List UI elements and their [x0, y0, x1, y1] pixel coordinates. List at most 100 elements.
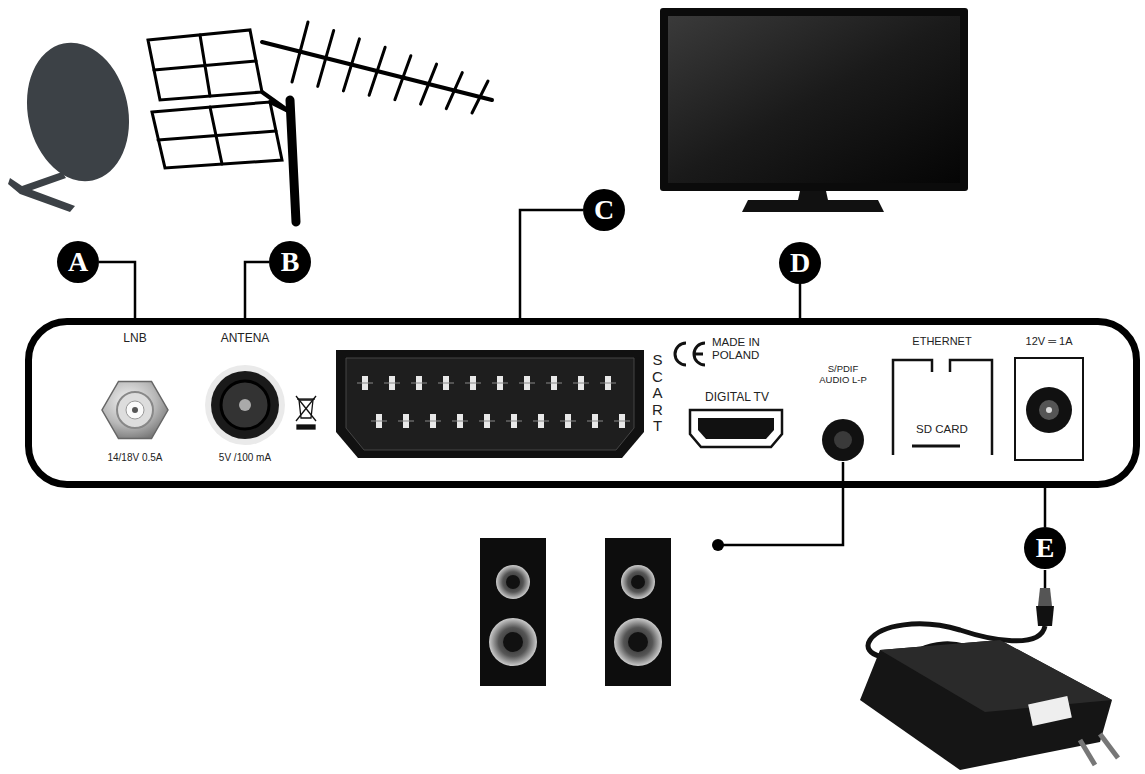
- scart-pin: [384, 383, 400, 384]
- terrestrial-antenna: [152, 102, 282, 168]
- power-adapter: [880, 640, 1112, 712]
- callout-disc: [583, 189, 625, 231]
- leader-line: [520, 210, 583, 318]
- antenna-element: [369, 47, 385, 95]
- ce-mark: [675, 343, 705, 365]
- television: [668, 16, 960, 183]
- terrestrial-antenna: [262, 42, 492, 100]
- dc-power-socket: [1026, 387, 1072, 433]
- speakers: [628, 632, 648, 652]
- hdmi-socket: [690, 410, 782, 447]
- scart-pin: [492, 383, 508, 384]
- speakers: [489, 618, 537, 666]
- port-label: LNB: [123, 332, 146, 346]
- terrestrial-antenna: [262, 92, 290, 112]
- scart-pin: [398, 421, 414, 422]
- coax-socket: [205, 365, 285, 445]
- terrestrial-antenna: [270, 102, 290, 112]
- callout-letter: B: [269, 241, 311, 283]
- antenna-element: [292, 22, 308, 82]
- scart-pin: [533, 421, 549, 422]
- scart-pin: [546, 383, 562, 384]
- weee-bin-icon: [297, 425, 315, 429]
- scart-socket: [346, 358, 634, 450]
- power-adapter: [860, 570, 1118, 770]
- callout-letter: E: [1024, 527, 1066, 569]
- antenna-element: [421, 64, 437, 104]
- weee-bin-icon: [296, 396, 316, 429]
- ethernet-sd-slot: [893, 360, 992, 455]
- scart-socket: [336, 350, 644, 458]
- callout-circle: D: [779, 242, 821, 284]
- scart-socket: [336, 350, 644, 458]
- satellite-dish: [8, 172, 75, 212]
- scart-pin: [506, 421, 522, 422]
- weee-bin-icon: [297, 398, 315, 399]
- power-adapter: [1100, 734, 1118, 758]
- audio-wire: [712, 462, 843, 551]
- scart-pin: [452, 421, 468, 422]
- terrestrial-antenna: [148, 30, 262, 100]
- speakers: [480, 538, 546, 686]
- callout-circle: E: [1024, 527, 1066, 569]
- scart-pin: [411, 383, 427, 384]
- satellite-dish: [8, 33, 141, 212]
- leader-line: [1044, 488, 1047, 527]
- scart-pin: [357, 383, 373, 384]
- power-adapter: [1036, 606, 1054, 626]
- dc-power-socket: [1039, 400, 1059, 420]
- power-adapter: [1028, 696, 1072, 726]
- ethernet-sd-slot: [912, 445, 960, 448]
- f-connector: [102, 381, 168, 438]
- leader-line: [99, 262, 135, 318]
- terrestrial-antenna: [158, 107, 276, 164]
- audio-wire: [712, 539, 724, 551]
- scart-pin: [479, 421, 495, 422]
- television: [660, 8, 968, 191]
- terrestrial-antenna: [292, 22, 488, 113]
- speakers: [480, 538, 671, 686]
- callout-circle: B: [269, 241, 311, 283]
- power-adapter: [1080, 740, 1095, 765]
- speakers: [614, 618, 662, 666]
- f-connector: [117, 392, 153, 428]
- scart-pin: [519, 383, 535, 384]
- terrestrial-antenna: [148, 22, 492, 222]
- origin-label: MADE IN POLAND: [712, 336, 778, 362]
- antenna-element: [395, 56, 411, 100]
- weee-bin-icon: [296, 396, 316, 421]
- speakers: [506, 575, 520, 589]
- scart-socket: [357, 376, 630, 428]
- speakers: [605, 538, 671, 686]
- audio-jack: [822, 419, 864, 461]
- callout-disc: [779, 242, 821, 284]
- port-label: DIGITAL TV: [705, 391, 769, 405]
- leader-line: [245, 262, 269, 318]
- hdmi-socket: [698, 418, 774, 439]
- scart-pin: [438, 383, 454, 384]
- power-adapter: [1038, 588, 1052, 606]
- f-connector: [132, 407, 138, 413]
- audio-jack: [822, 419, 864, 461]
- receiver-rear-panel: LNB14/18V 0.5AANTENA5V /100 mASCARTMADE …: [25, 318, 1140, 488]
- ethernet-sd-slot: [893, 360, 992, 455]
- callout-letter: C: [583, 189, 625, 231]
- speakers: [631, 575, 645, 589]
- speakers: [503, 632, 523, 652]
- scart-pin: [371, 421, 387, 422]
- dc-power-socket: [1015, 358, 1083, 460]
- port-rating: 12V ═ 1A: [1026, 335, 1073, 348]
- terrestrial-antenna: [290, 100, 296, 222]
- hdmi-socket: [690, 410, 782, 447]
- callout-disc: [269, 241, 311, 283]
- coax-socket: [221, 381, 269, 429]
- callout-disc: [1024, 527, 1066, 569]
- television: [798, 191, 828, 200]
- port-label: S/PDIF AUDIO L-P: [814, 364, 872, 386]
- television: [660, 8, 968, 212]
- coax-socket: [239, 399, 251, 411]
- port-label: ETHERNET: [912, 335, 971, 348]
- f-connector: [126, 401, 144, 419]
